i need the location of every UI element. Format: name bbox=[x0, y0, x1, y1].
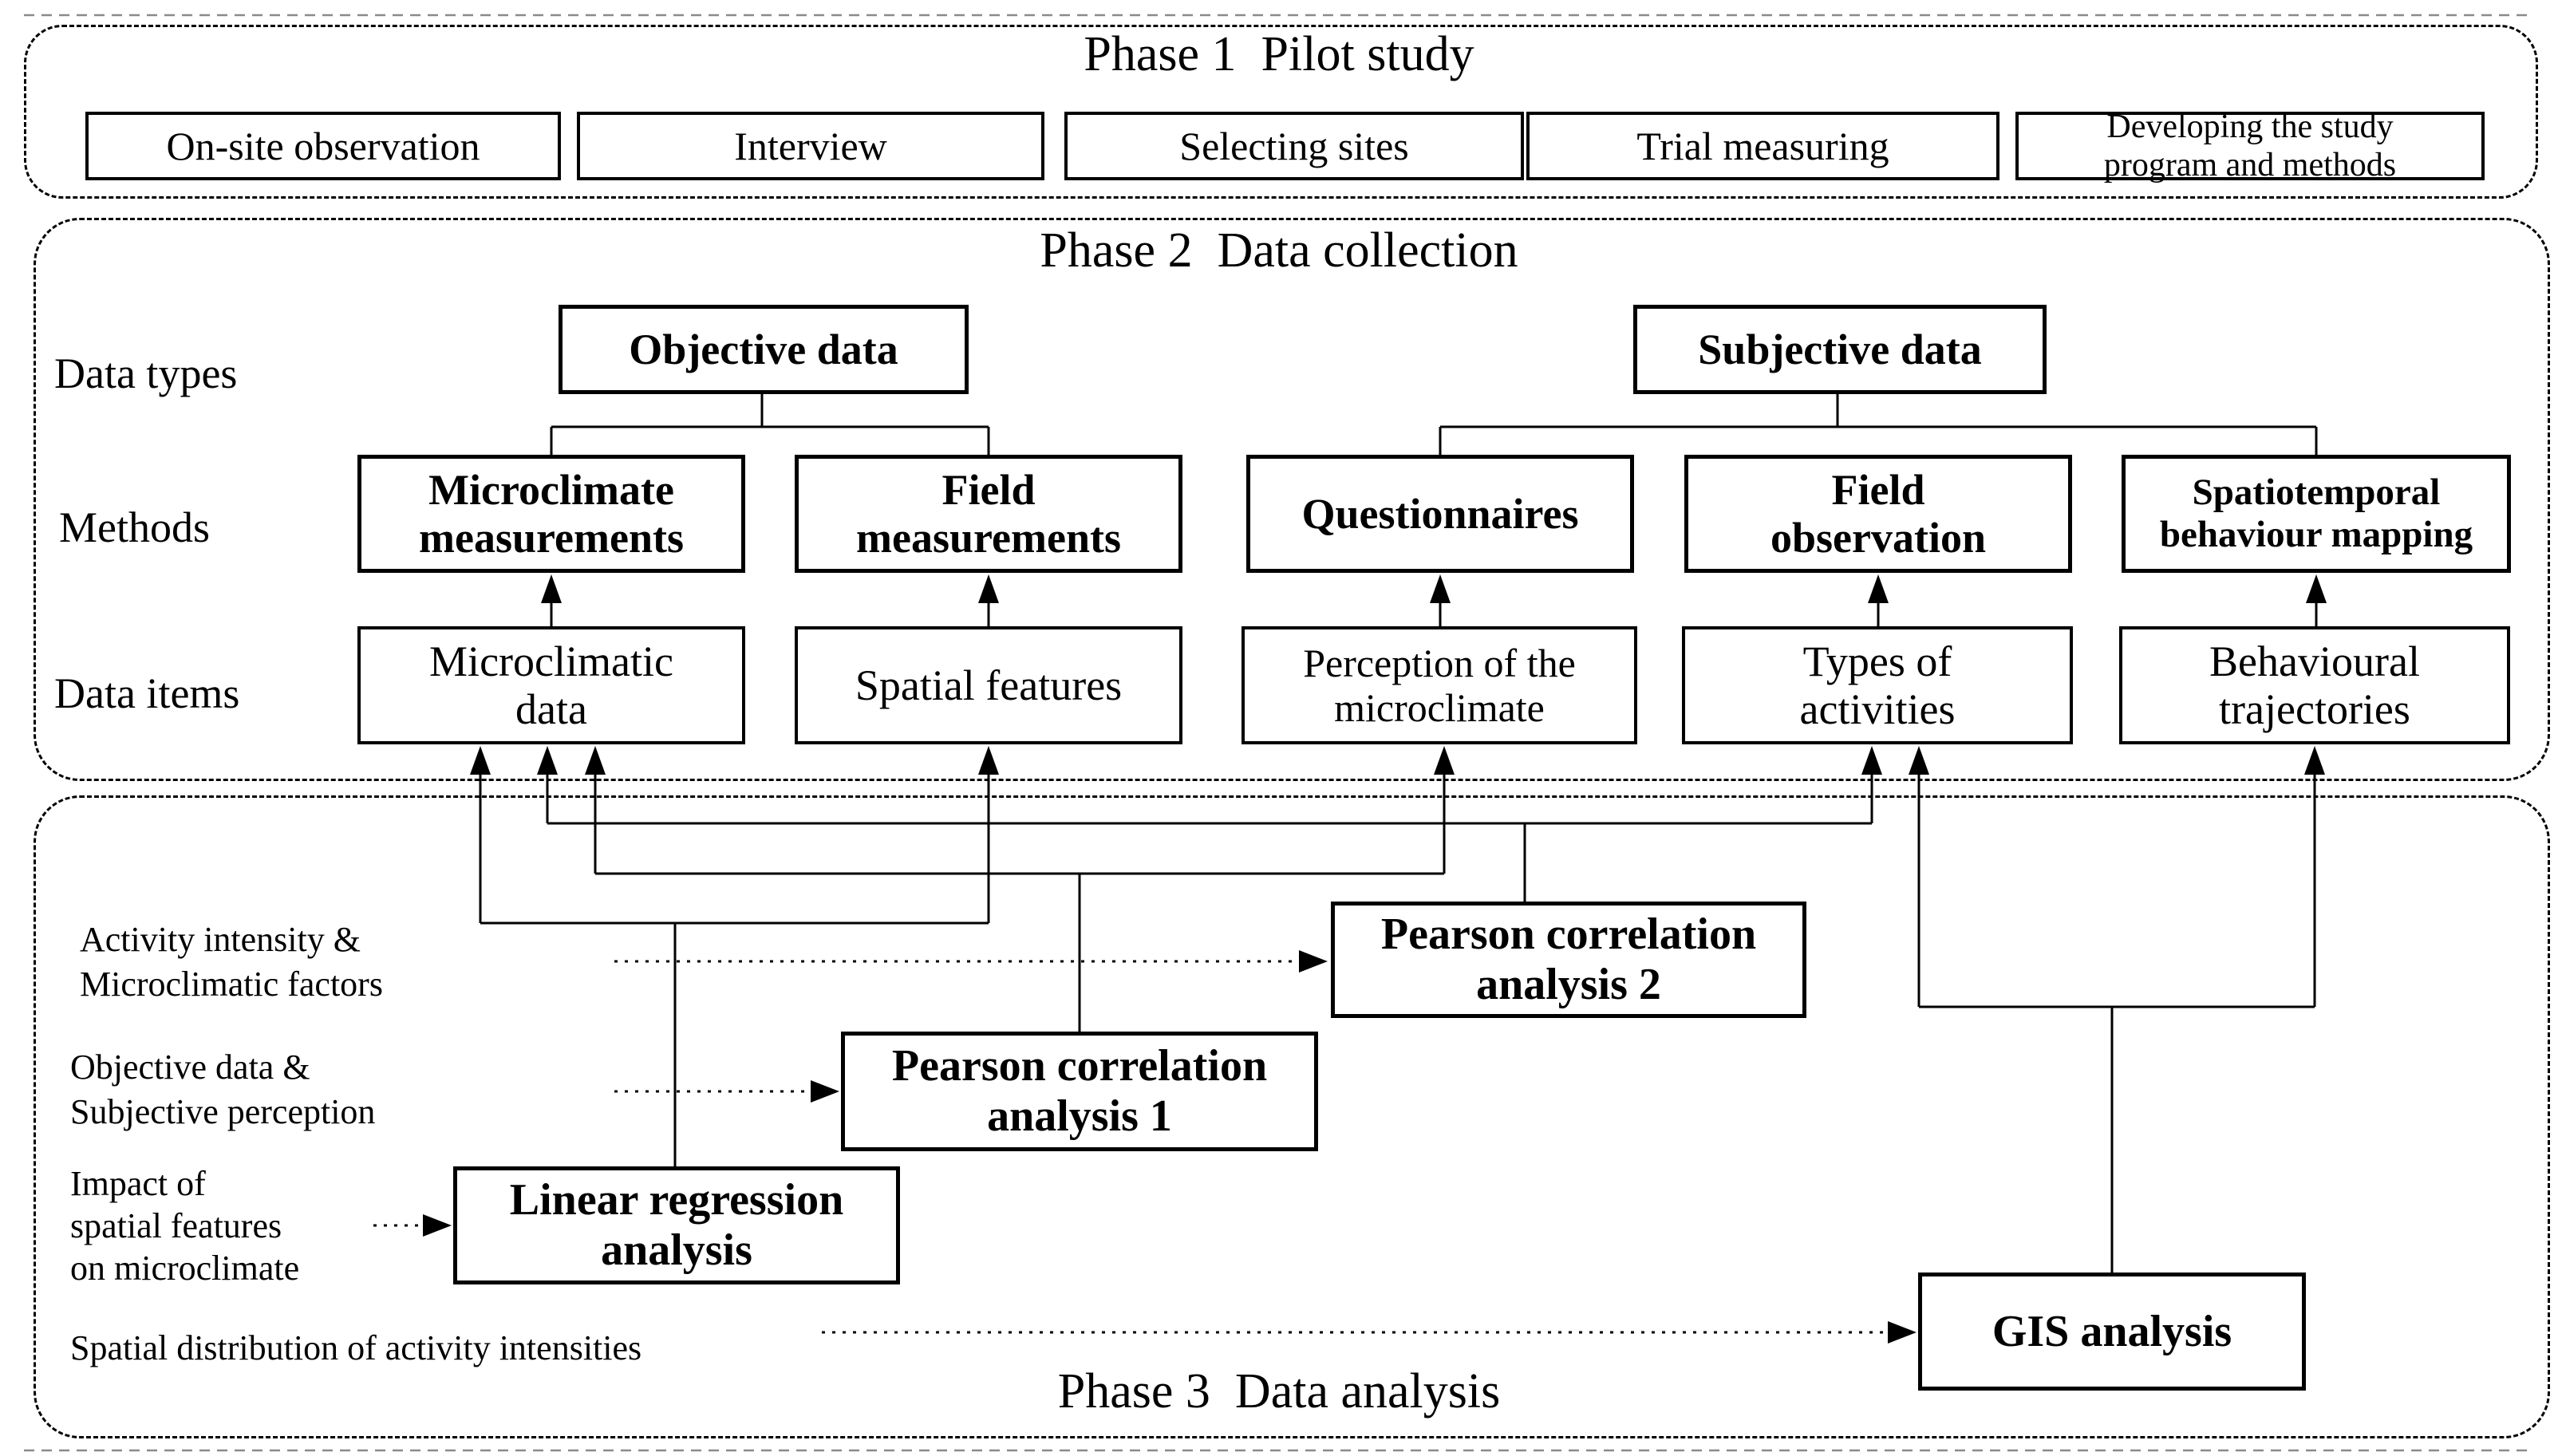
box-questionnaires: Questionnaires bbox=[1246, 455, 1634, 573]
phase2-container bbox=[34, 218, 2550, 781]
row-label-methods: Methods bbox=[59, 503, 210, 551]
box-interview: Interview bbox=[577, 112, 1044, 180]
box-selecting-sites: Selecting sites bbox=[1064, 112, 1524, 180]
phase3-container bbox=[34, 795, 2550, 1438]
box-spatial-features: Spatial features bbox=[795, 626, 1182, 744]
page-edge-lines bbox=[24, 14, 2534, 1452]
subjective-branch-connector bbox=[1439, 394, 2318, 456]
row-label-data-types: Data types bbox=[54, 349, 238, 397]
dashed-input-arrows bbox=[373, 950, 1917, 1344]
box-on-site-observation: On-site observation bbox=[85, 112, 561, 180]
box-trial-measuring: Trial measuring bbox=[1526, 112, 1999, 180]
phase3-title: Phase 3 Data analysis bbox=[1057, 1364, 1501, 1419]
dataitem-to-method-arrows bbox=[541, 574, 2327, 626]
box-field-observation: Field observation bbox=[1684, 455, 2072, 573]
phase1-title: Phase 1 Pilot study bbox=[1084, 27, 1474, 81]
box-field-measurements: Field measurements bbox=[795, 455, 1182, 573]
analysis-connectors bbox=[470, 746, 2325, 1273]
objective-branch-connector bbox=[550, 394, 990, 456]
box-pearson-correlation-2: Pearson correlation analysis 2 bbox=[1331, 902, 1806, 1018]
row-label-data-items: Data items bbox=[54, 669, 240, 717]
box-developing-study-program: Developing the study program and methods bbox=[2015, 109, 2485, 183]
box-pearson-correlation-1: Pearson correlation analysis 1 bbox=[841, 1032, 1318, 1151]
phase1-container bbox=[24, 25, 2538, 199]
phase2-title: Phase 2 Data collection bbox=[1040, 223, 1518, 278]
box-perception-of-microclimate: Perception of the microclimate bbox=[1241, 626, 1637, 744]
label-spatial-distribution-activity-intensities: Spatial distribution of activity intensi… bbox=[70, 1328, 642, 1367]
box-microclimatic-data: Microclimatic data bbox=[357, 626, 745, 744]
box-linear-regression: Linear regression analysis bbox=[453, 1166, 900, 1284]
box-behavioural-trajectories: Behavioural trajectories bbox=[2119, 626, 2510, 744]
label-impact-of-spatial-features: Impact of spatial features on microclima… bbox=[70, 1164, 300, 1288]
box-objective-data: Objective data bbox=[559, 305, 969, 394]
box-spatiotemporal-behaviour-mapping: Spatiotemporal behaviour mapping bbox=[2122, 455, 2511, 573]
box-subjective-data: Subjective data bbox=[1633, 305, 2047, 394]
box-gis-analysis: GIS analysis bbox=[1918, 1273, 2306, 1391]
label-activity-intensity-microclimatic-factors: Activity intensity & Microclimatic facto… bbox=[80, 920, 383, 1004]
box-types-of-activities: Types of activities bbox=[1682, 626, 2073, 744]
box-microclimate-measurements: Microclimate measurements bbox=[357, 455, 745, 573]
label-objective-data-subjective-perception: Objective data & Subjective perception bbox=[70, 1048, 376, 1132]
